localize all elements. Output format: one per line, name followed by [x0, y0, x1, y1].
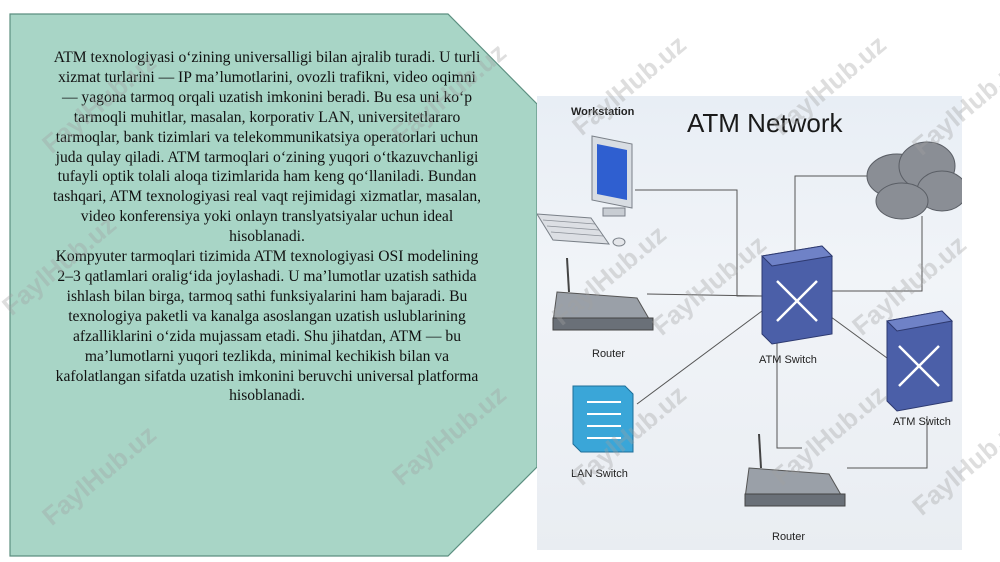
atm-network-diagram: ATM Network Workstation Router ATM Switc…	[537, 96, 962, 550]
workstation-icon	[537, 135, 633, 247]
lan-switch-icon	[572, 385, 634, 453]
atm-switch-right-label: ATM Switch	[893, 416, 951, 428]
paragraph-2: Kompyuter tarmoqlari tizimida ATM texnol…	[55, 248, 479, 405]
router-bottom-icon	[744, 433, 846, 507]
text-body: ATM texnologiyasi o‘zining universalligi…	[52, 48, 482, 406]
router-top-label: Router	[592, 348, 626, 360]
diagram-graphics	[537, 135, 962, 507]
atm-switch-right-icon	[885, 310, 954, 412]
router-top-icon	[552, 257, 654, 331]
text-panel: ATM texnologiyasi o‘zining universalligi…	[9, 13, 538, 557]
router-bottom-label: Router	[772, 531, 806, 543]
diagram-title: ATM Network	[687, 108, 843, 138]
paragraph-1: ATM texnologiyasi o‘zining universalligi…	[52, 49, 482, 246]
connection-lines	[635, 175, 928, 469]
cloud-icon	[866, 141, 962, 220]
lan-switch-label: LAN Switch	[571, 468, 628, 480]
workstation-label: Workstation	[571, 106, 635, 118]
atm-switch-left-label: ATM Switch	[759, 354, 817, 366]
atm-switch-left-icon	[760, 245, 834, 345]
